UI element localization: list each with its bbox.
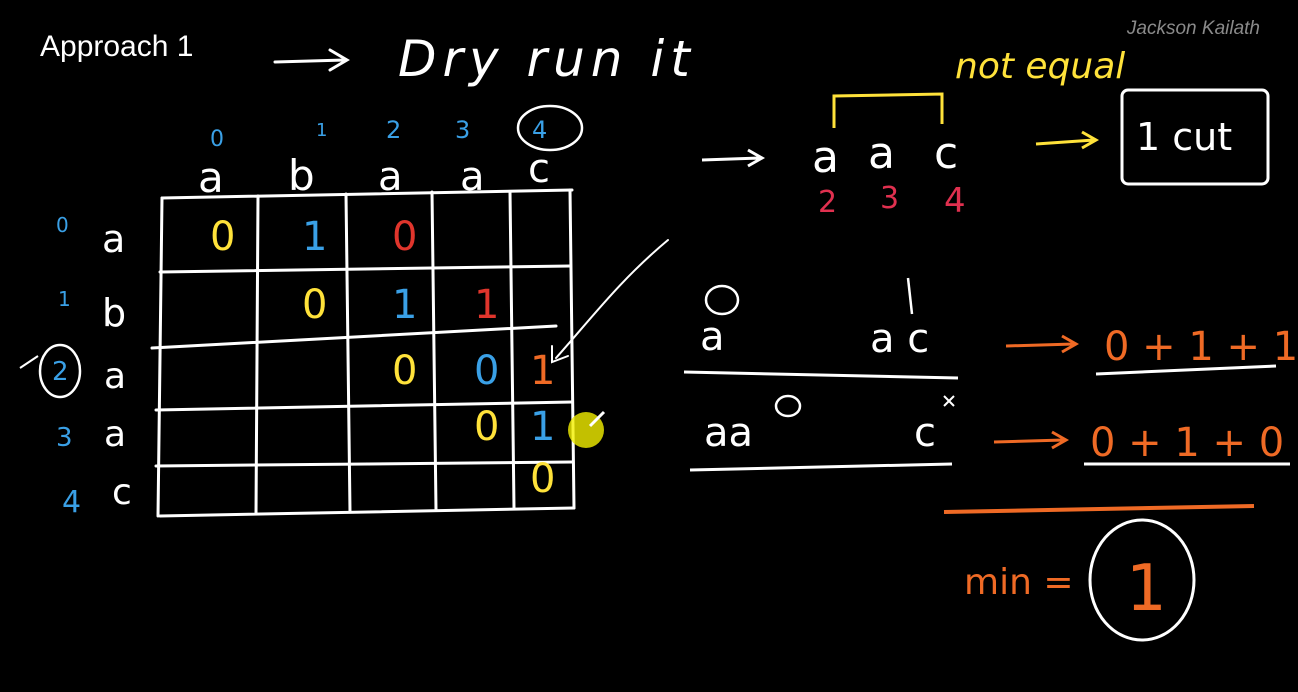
cell-2-3: 0 (474, 348, 499, 394)
right-char-0: a (812, 132, 839, 183)
cell-1-3: 1 (474, 282, 499, 328)
right-char-1: a (868, 128, 895, 179)
cell-2-2: 0 (392, 348, 417, 394)
split1-one-mark (906, 277, 914, 315)
subtitle: Dry run it (398, 30, 696, 88)
split2-zero-mark (774, 394, 802, 418)
min-circle (1088, 518, 1196, 642)
split2-expr: 0 + 1 + 0 (1090, 420, 1284, 466)
split2-left: aa (704, 410, 753, 456)
col-index-4-circle (516, 104, 584, 152)
cell-0-1: 1 (302, 214, 327, 260)
result-separator (943, 504, 1255, 514)
row-headers: 0 1 2 3 4 a b a a c (19, 213, 132, 520)
split-1: a a c 0 + 1 + 1 (683, 277, 1298, 380)
row-index-4: 4 (62, 485, 81, 520)
row-index-2-circle (38, 343, 82, 399)
dp-table-grid (150, 188, 576, 518)
row-char-4: c (112, 472, 132, 513)
row-index-2: 2 (52, 357, 69, 387)
split1-zero-mark (704, 284, 740, 316)
row-index-3: 3 (56, 423, 73, 453)
col-index-1: 1 (316, 120, 327, 141)
split1-arrow (1005, 334, 1080, 354)
split1-right: a c (870, 316, 929, 362)
row-char-0: a (102, 217, 125, 261)
col-char-1: b (288, 151, 315, 200)
min-label: min = (964, 562, 1074, 603)
column-headers: 0 1 2 3 4 a b a a c (198, 104, 584, 202)
cell-0-2: 0 (392, 214, 417, 260)
cell-0-0: 0 (210, 214, 235, 260)
bracket (832, 92, 944, 128)
one-cut-box (1120, 88, 1270, 186)
right-index-0: 2 (818, 185, 837, 220)
row-char-3: a (104, 414, 126, 455)
col-char-0: a (198, 153, 224, 202)
min-result: min = 1 (964, 518, 1196, 642)
row-index-2-tick (19, 355, 39, 369)
cell-4-4: 0 (530, 456, 555, 502)
col-index-0: 0 (210, 127, 224, 152)
col-index-4: 4 (532, 116, 547, 144)
page-title: Approach 1 (40, 30, 194, 63)
one-cut-label: 1 cut (1136, 115, 1232, 159)
cell-1-1: 0 (302, 282, 327, 328)
cell-3-3: 0 (474, 404, 499, 450)
row-char-1: b (102, 291, 126, 335)
split1-underline (683, 370, 959, 380)
split-2: aa c 0 + 1 + 0 (689, 394, 1290, 514)
split2-right: c (914, 410, 936, 456)
split2-zero-mark-right (943, 395, 955, 407)
min-value: 1 (1126, 552, 1167, 626)
right-arrow-1 (701, 148, 766, 168)
right-arrow-2 (1035, 130, 1100, 150)
cell-3-4: 1 (530, 404, 555, 450)
right-top-section: not equal a a c 2 3 4 1 cut (701, 46, 1270, 221)
right-index-2: 4 (944, 181, 966, 221)
row-char-2: a (104, 356, 126, 397)
split2-underline (689, 462, 953, 472)
row-index-1: 1 (58, 287, 71, 311)
split1-expr: 0 + 1 + 1 (1104, 324, 1298, 370)
split2-arrow (993, 430, 1070, 450)
row-index-0: 0 (56, 213, 69, 237)
cell-1-2: 1 (392, 282, 417, 328)
not-equal-note: not equal (955, 46, 1125, 87)
right-char-2: c (934, 128, 958, 179)
title-arrow (273, 48, 350, 72)
pen-cursor (568, 410, 606, 448)
split1-expr-underline (1095, 364, 1277, 376)
right-index-1: 3 (880, 181, 899, 216)
col-index-3: 3 (455, 116, 470, 144)
watermark: Jackson Kailath (1126, 18, 1260, 39)
split1-left: a (700, 314, 725, 360)
col-index-2: 2 (386, 116, 401, 144)
pointer-arrow (551, 239, 669, 364)
col-char-4: c (528, 146, 550, 192)
